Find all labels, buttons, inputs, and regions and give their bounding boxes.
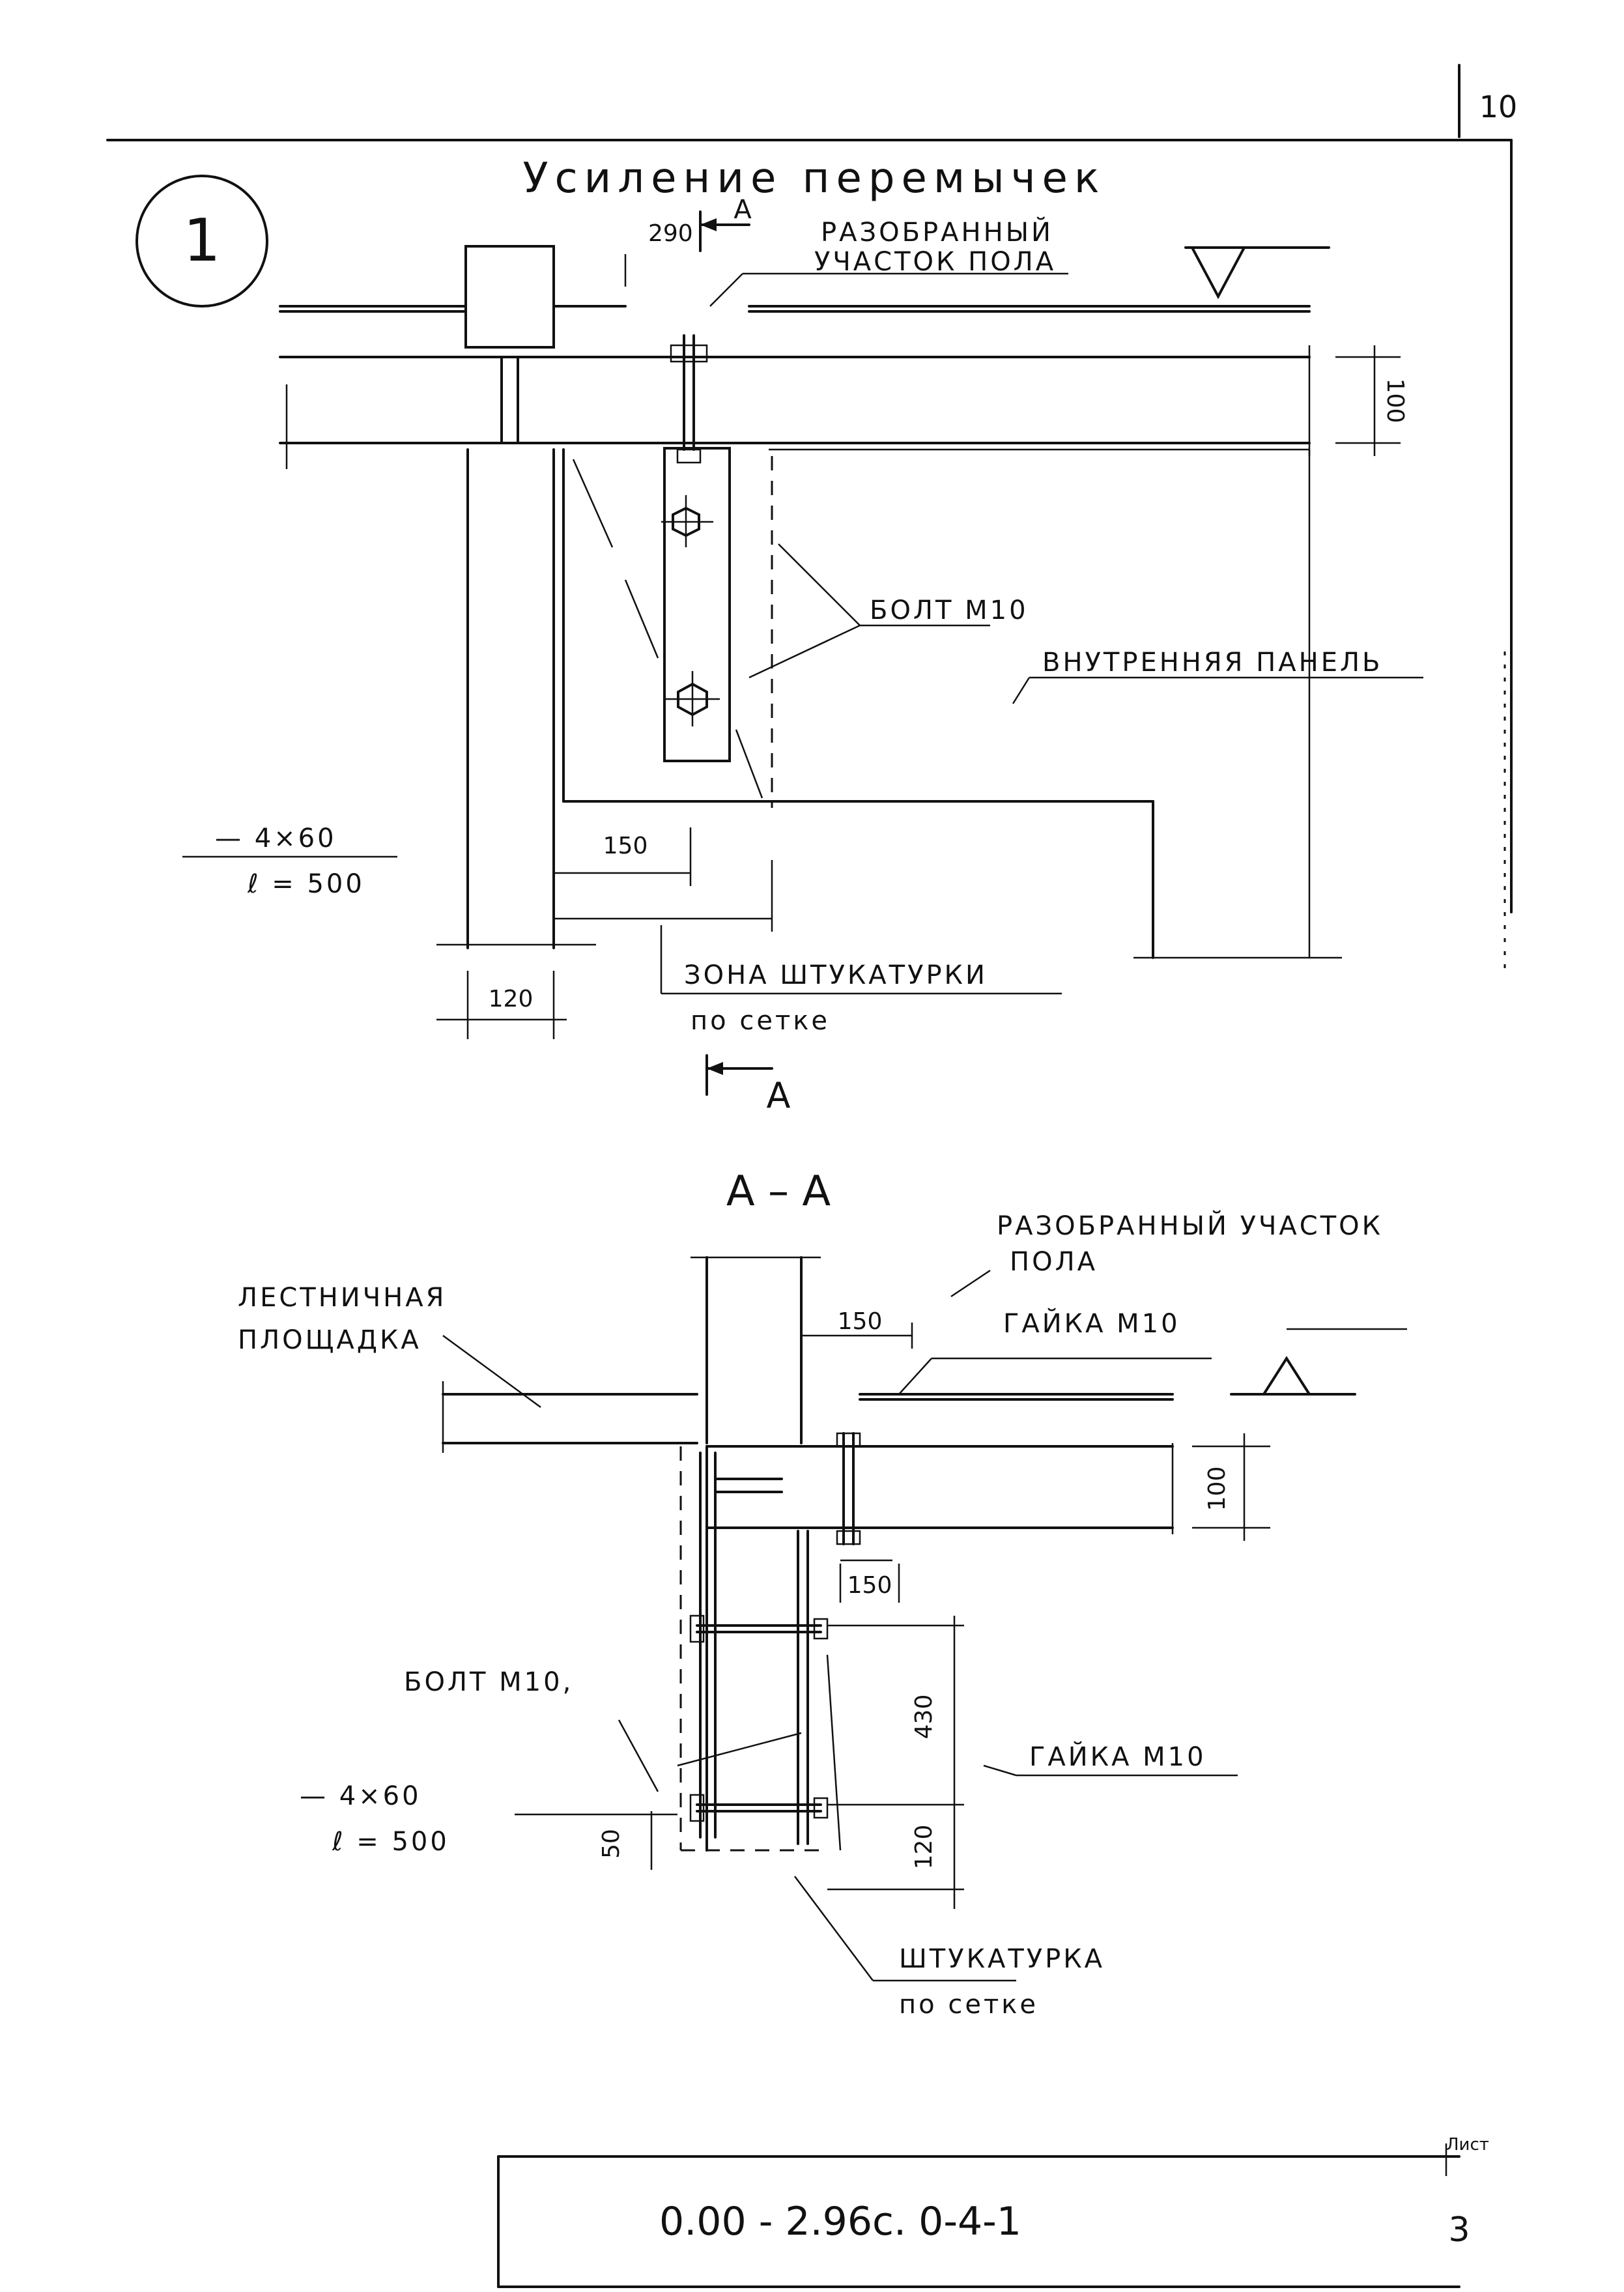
- drawing-title: Усиление перемычек: [522, 154, 1105, 203]
- section-landing-label-1: ЛЕСТНИЧНАЯ: [238, 1283, 446, 1313]
- plan-view: А 290 100 150 120 А: [182, 195, 1423, 1116]
- plan-strip-label-2: ℓ = 500: [247, 869, 365, 899]
- plan-zone-label-1: ЗОНА ШТУКАТУРКИ: [684, 960, 988, 990]
- section-nut-label-top: ГАЙКА М10: [1003, 1308, 1180, 1339]
- sheet-frame: [106, 64, 1513, 2288]
- list-label: Лист: [1446, 2135, 1489, 2155]
- detail-number: 1: [183, 207, 220, 275]
- section-floor-label-1: РАЗОБРАННЫЙ УЧАСТОК: [997, 1210, 1383, 1241]
- dim-150-section-mid: 150: [848, 1572, 892, 1599]
- section-landing-label-2: ПЛОЩАДКА: [238, 1325, 421, 1355]
- section-strip-label-2: ℓ = 500: [332, 1827, 449, 1857]
- plan-floor-label-2: УЧАСТОК ПОЛА: [814, 247, 1056, 277]
- dim-150-section-top: 150: [838, 1308, 883, 1335]
- page-number: 3: [1448, 2211, 1470, 2250]
- plan-zone-label-2: по сетке: [691, 1006, 830, 1036]
- dim-290: 290: [648, 220, 693, 247]
- dim-120-section: 120: [911, 1825, 937, 1870]
- section-title: А – А: [726, 1167, 831, 1216]
- drawing-code: 0.00 - 2.96с. 0-4-1: [659, 2199, 1021, 2244]
- plan-panel-label: ВНУТРЕННЯЯ ПАНЕЛЬ: [1042, 648, 1383, 678]
- section-mark-top: А: [734, 195, 752, 225]
- dim-430: 430: [911, 1695, 937, 1740]
- plan-floor-label-1: РАЗОБРАННЫЙ: [821, 216, 1053, 248]
- detail-marker: 1: [135, 175, 268, 308]
- section-nut-label-mid: ГАЙКА М10: [1029, 1741, 1206, 1772]
- corner-number: 10: [1479, 89, 1518, 124]
- dim-120-plan: 120: [489, 986, 534, 1012]
- section-floor-label-2: ПОЛА: [1010, 1247, 1098, 1277]
- dim-100-plan: 100: [1382, 379, 1408, 423]
- dim-150-plan: 150: [603, 833, 648, 859]
- plan-bolt-label: БОЛТ М10: [870, 595, 1029, 625]
- section-bolt-label: БОЛТ М10,: [404, 1667, 573, 1697]
- section-mark-bottom: А: [767, 1075, 791, 1116]
- section-strip-label-1: — 4×60: [300, 1781, 421, 1811]
- dim-100-section: 100: [1204, 1467, 1231, 1511]
- dim-50: 50: [598, 1829, 625, 1859]
- section-view: 100 430 120 150 150 50: [442, 1256, 1407, 1982]
- section-plaster-label-2: по сетке: [899, 1990, 1038, 2020]
- plan-strip-label-1: — 4×60: [215, 824, 337, 853]
- section-plaster-label-1: ШТУКАТУРКА: [899, 1944, 1105, 1974]
